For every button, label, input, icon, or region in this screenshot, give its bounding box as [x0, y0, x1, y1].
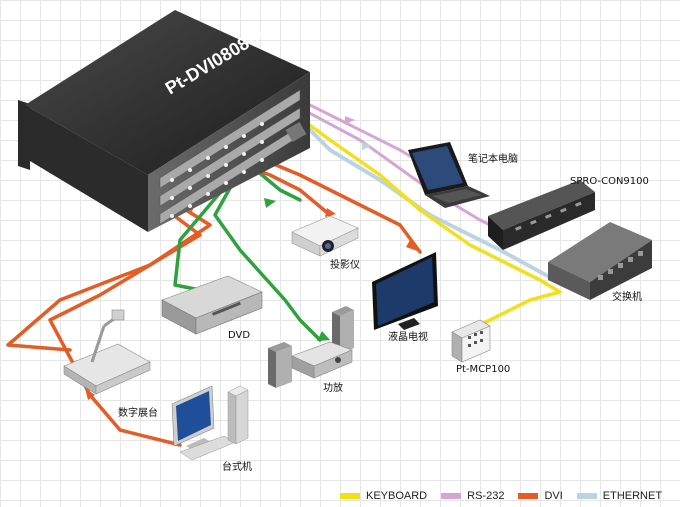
arrow-icon — [317, 331, 330, 341]
cable-legend: KEYBOARD RS-232 DVI ETHERNET — [340, 488, 662, 504]
audio-cable-dvd — [173, 173, 237, 292]
rs232-cable-controller — [298, 106, 512, 237]
laptop-icon — [408, 142, 490, 208]
network-switch-icon — [548, 222, 652, 300]
desktop-label: 台式机 — [222, 462, 252, 473]
legend-item-dvi: DVI — [518, 490, 563, 502]
legend-label: RS-232 — [467, 490, 505, 502]
projector-icon — [291, 215, 359, 257]
arrow-icon — [406, 240, 420, 252]
desktop-computer-icon — [171, 385, 249, 461]
dvd-player-icon — [161, 275, 263, 335]
arrow-icon — [362, 142, 372, 150]
mcp-label: Pt-MCP100 — [456, 364, 511, 375]
legend-swatch — [340, 493, 360, 499]
amplifier-icon — [268, 306, 354, 388]
switch-label: 交换机 — [612, 292, 642, 303]
arrow-icon — [345, 116, 355, 124]
legend-item-keyboard: KEYBOARD — [340, 490, 427, 502]
dvd-label: DVD — [228, 330, 251, 341]
control-panel-icon — [451, 319, 491, 363]
legend-item-rs232: RS-232 — [441, 490, 504, 502]
audio-cable-amplifier — [213, 168, 322, 342]
lcd-tv-label: 液晶电视 — [388, 332, 428, 343]
lcd-tv-icon — [372, 252, 438, 330]
dvi-cable-desktop — [48, 203, 202, 447]
controller-label: SPRO-CON9100 — [570, 176, 649, 187]
controller-icon — [488, 180, 595, 250]
dvi-cable-lcd — [238, 148, 422, 254]
projector-label: 投影仪 — [330, 260, 360, 271]
dvi-cable-visualizer — [6, 198, 212, 352]
legend-label: ETHERNET — [602, 490, 663, 502]
legend-swatch — [518, 493, 539, 499]
matrix-chassis: Pt-DVI0808-A — [18, 10, 310, 232]
visualizer-label: 数字展台 — [118, 408, 158, 419]
keyboard-cable-mcp — [298, 116, 562, 327]
laptop-label: 笔记本电脑 — [468, 154, 518, 165]
amplifier-label: 功放 — [323, 383, 343, 394]
arrow-icon — [85, 388, 95, 400]
legend-swatch — [441, 493, 462, 499]
legend-swatch — [576, 493, 597, 499]
legend-label: DVI — [544, 490, 563, 502]
document-camera-icon — [63, 309, 151, 395]
legend-item-ethernet: ETHERNET — [576, 490, 663, 502]
arrow-icon — [264, 198, 276, 208]
arrow-icon — [325, 208, 336, 217]
legend-label: KEYBOARD — [366, 490, 428, 502]
